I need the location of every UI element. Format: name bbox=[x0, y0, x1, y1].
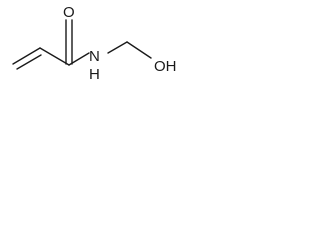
nitrogen-hydrogen-label: H bbox=[89, 66, 100, 83]
n-hydroxymethylacrylamide-structure: O N H OH bbox=[12, 4, 177, 83]
vinyl-to-carbonyl-bond bbox=[39, 47, 70, 66]
nitrogen-label: N bbox=[89, 48, 100, 65]
carbonyl-to-nitrogen-bond bbox=[68, 52, 90, 66]
hydroxyl-label: OH bbox=[154, 58, 177, 75]
carbonyl-oxygen-label: O bbox=[63, 4, 75, 21]
nitrogen-to-methylene-bond bbox=[107, 41, 128, 54]
vinyl-double-bond-outer bbox=[12, 47, 41, 65]
methylene-to-hydroxyl-bond bbox=[126, 41, 152, 59]
vinyl-double-bond-inner bbox=[16, 54, 42, 70]
